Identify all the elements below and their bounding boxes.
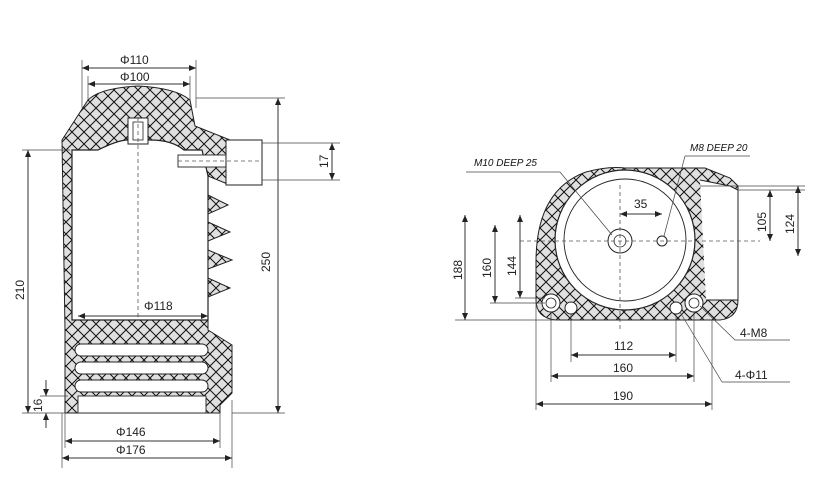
dim-17: 17 [317,154,331,168]
inner-cavity [71,139,209,321]
sheds [207,194,234,298]
dim-phi110: Φ110 [120,53,149,67]
dim-144: 144 [505,256,519,276]
note-m10: M10 DEEP 25 [474,158,537,169]
dim-250: 250 [259,252,273,272]
dim-phi146: Φ146 [116,425,146,439]
bolt-hole-2 [564,301,578,315]
front-view: Φ110 Φ100 Φ118 Φ146 Φ176 210 16 250 1 [13,53,340,468]
dim-160v: 160 [480,258,494,278]
dim-112: 112 [614,339,633,353]
dim-105: 105 [755,212,769,232]
dim-124: 124 [783,214,797,234]
note-m8: M8 DEEP 20 [690,143,748,154]
dim-160h: 160 [613,361,633,375]
top-view: M10 DEEP 25 M8 DEEP 20 35 105 124 188 16… [451,143,805,410]
label-4phi11: 4-Φ11 [735,368,768,382]
dim-210: 210 [13,280,27,300]
lower-ring-2 [74,361,209,375]
dim-188: 188 [451,260,465,280]
dim-phi176: Φ176 [116,443,146,457]
dim-190: 190 [613,389,633,403]
dim-phi100: Φ100 [120,70,150,84]
dim-phi118: Φ118 [144,299,173,313]
lower-ring-1 [74,343,209,357]
label-4m8: 4-M8 [740,326,768,340]
lower-ring-3 [74,379,209,393]
dim-16: 16 [31,398,45,412]
dim-35: 35 [634,197,648,211]
